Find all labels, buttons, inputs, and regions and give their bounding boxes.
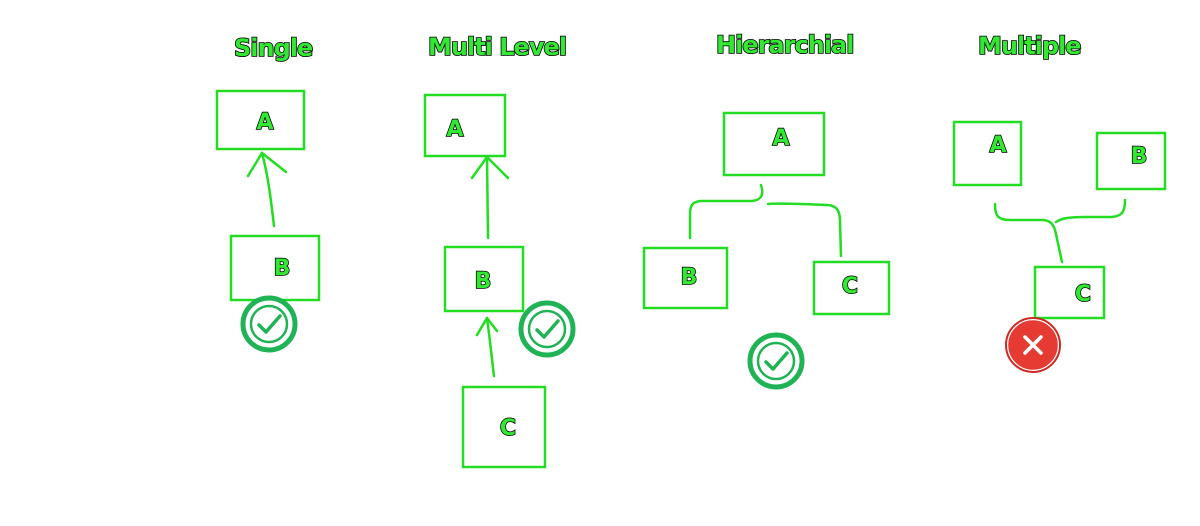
connector-branch-right <box>766 202 843 258</box>
panel-multi-level: Multi Level A B C <box>423 32 576 469</box>
node-label-b: B <box>1131 144 1148 169</box>
node-label-a: A <box>446 117 463 142</box>
panel-title-hierarchial: Hierarchial <box>716 31 853 59</box>
node-c-box <box>461 385 547 469</box>
cross-circle-icon <box>1005 317 1061 373</box>
node-label-b: B <box>475 269 492 294</box>
panel-title-single: Single <box>234 34 313 62</box>
check-circle-icon <box>240 295 298 353</box>
check-circle-icon <box>747 332 805 390</box>
connector-a-to-b-c <box>688 183 764 240</box>
node-c-box <box>812 260 891 316</box>
node-label-c: C <box>500 416 516 441</box>
node-a-box <box>423 93 507 158</box>
node-b-box <box>642 246 729 310</box>
arrow-b-to-a <box>485 155 490 240</box>
arrow-head <box>470 155 510 180</box>
connector-b-branch <box>1054 198 1127 224</box>
node-a-box <box>215 89 306 151</box>
arrow-head <box>475 316 499 337</box>
panel-title-multi-level: Multi Level <box>428 33 566 61</box>
panel-title-multiple: Multiple <box>978 32 1081 60</box>
node-b-box <box>443 245 525 313</box>
node-label-c: C <box>1075 282 1091 307</box>
arrow-head <box>246 151 288 178</box>
panel-multiple: Multiple A B C <box>952 31 1167 373</box>
node-b-box <box>1095 131 1167 191</box>
node-label-a: A <box>772 126 789 151</box>
node-label-c: C <box>842 274 858 299</box>
arrow-c-to-b <box>485 316 496 378</box>
node-label-b: B <box>274 256 291 281</box>
node-label-a: A <box>256 110 273 135</box>
node-c-box <box>1033 265 1106 320</box>
panel-hierarchial: Hierarchial A B C <box>642 30 891 390</box>
panel-single: Single A B <box>215 33 321 353</box>
connector-a-b-to-c <box>993 202 1064 264</box>
node-label-b: B <box>681 265 698 290</box>
arrow-b-to-a <box>260 151 276 228</box>
check-circle-icon <box>518 300 576 358</box>
node-a-box <box>722 111 826 177</box>
node-a-box <box>952 120 1023 187</box>
node-label-a: A <box>989 133 1006 158</box>
